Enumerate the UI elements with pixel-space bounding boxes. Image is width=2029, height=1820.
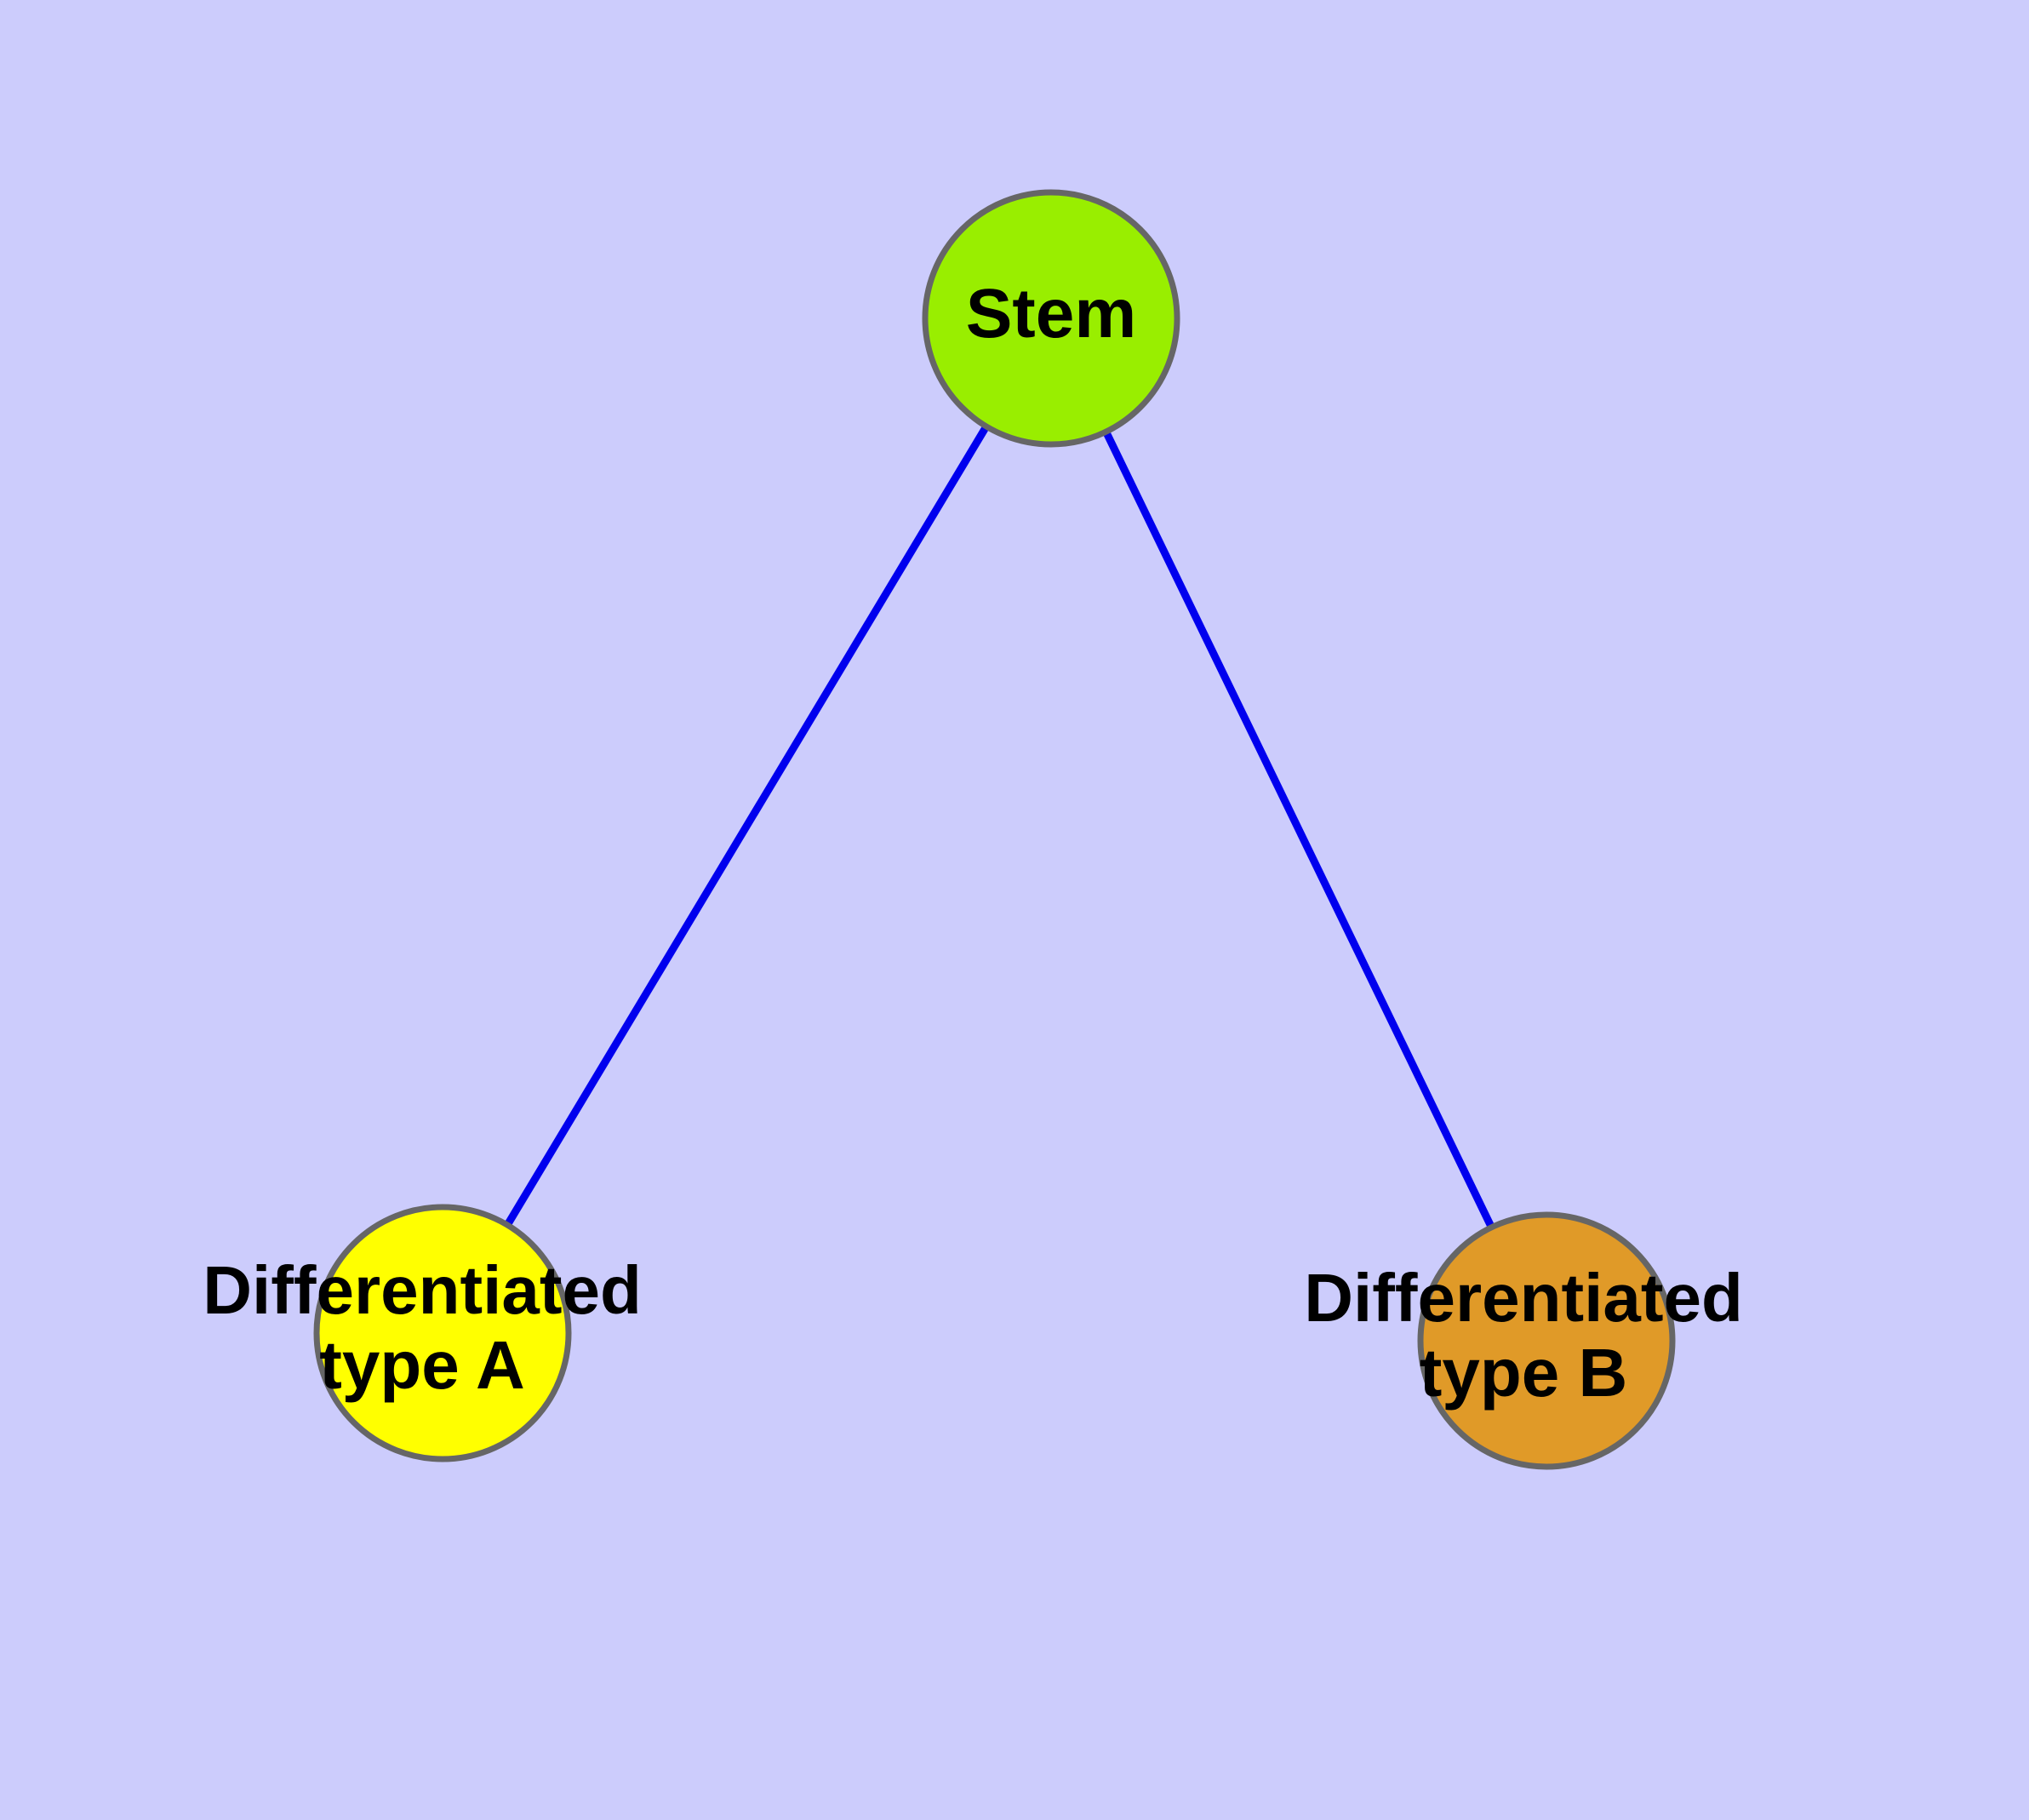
graph-node-label-line: Differentiated — [203, 1252, 642, 1328]
graph-node-label-line: type A — [319, 1327, 525, 1403]
edge-layer — [439, 316, 1551, 1342]
graph-node-label-line: Stem — [966, 275, 1137, 352]
graph-node-label-line: Differentiated — [1304, 1260, 1743, 1336]
graph-node-stem[interactable] — [922, 189, 1180, 448]
graph-node-diffB[interactable] — [1417, 1211, 1676, 1470]
graph-node-label-stem: Stem — [966, 275, 1137, 352]
graph-node-label-line: type B — [1420, 1335, 1628, 1411]
graph-edge-stem-diffB — [1047, 317, 1551, 1342]
graph-node-diffA[interactable] — [313, 1204, 572, 1462]
graph-edge-stem-diffA — [439, 316, 1055, 1336]
node-layer — [313, 189, 1676, 1470]
